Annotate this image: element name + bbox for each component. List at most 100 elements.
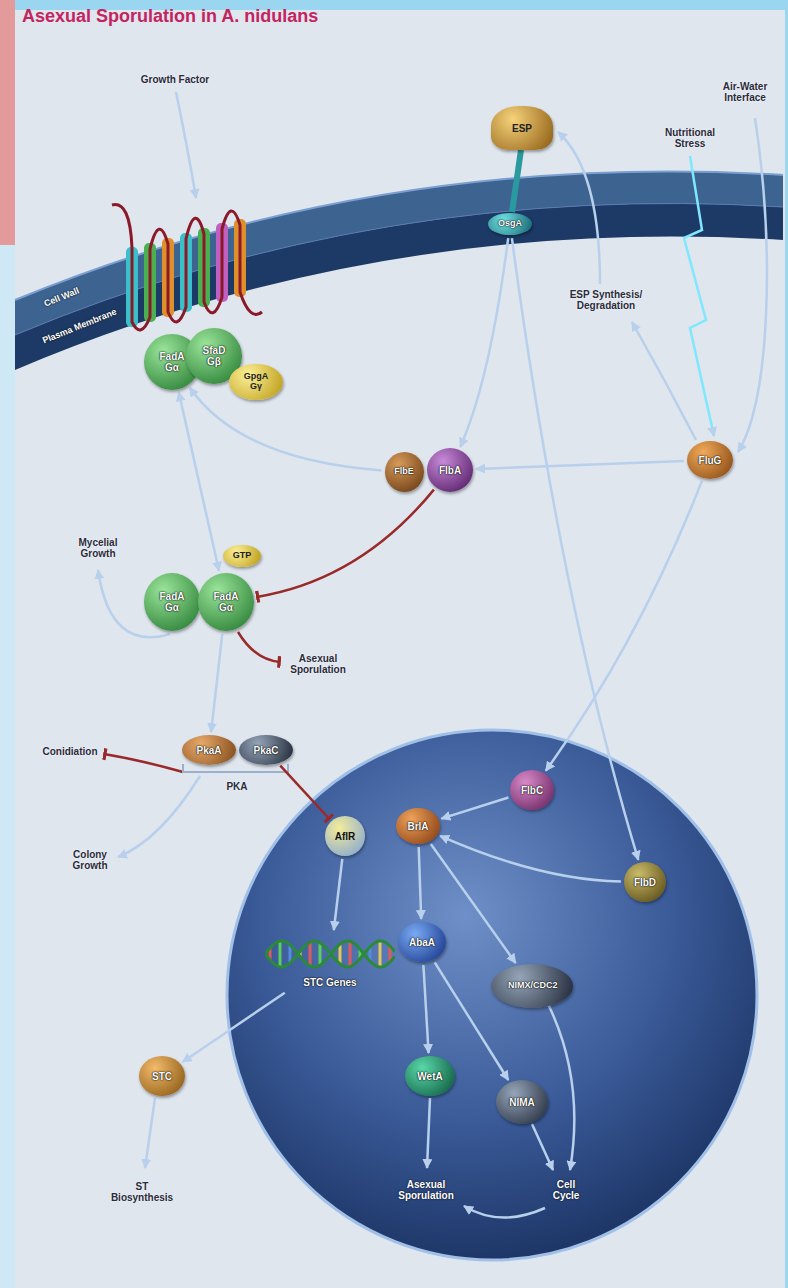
arrow [118,776,200,857]
panel [15,10,785,1288]
inhibition-lines [104,632,280,772]
arrow [532,1124,553,1170]
pka-bracket [183,764,288,772]
receptor-stalk [512,150,521,212]
transcription-factor: BrlA [396,808,440,844]
arrow [176,92,196,198]
dna-rung [349,941,352,966]
arrow-connector [476,461,684,469]
annotation-label: Growth Factor [141,74,209,86]
node-text: AbaA [409,937,435,948]
node-text: FlbA [439,465,461,476]
node-text: AflR [335,831,356,842]
node-text: FluG [699,455,722,466]
arrow-connector [183,993,285,1062]
node-text: FlbD [634,877,656,888]
membrane-edge [15,203,783,335]
arrow-connector [211,634,222,732]
annotation-label: ESP Synthesis/ Degradation [565,289,647,312]
annotation-label: ST Biosynthesis [110,1181,174,1204]
annotation-label: Nutritional Stress [659,127,721,150]
annotation-label: Cell Wall [43,285,81,309]
transcription-factor: WetA [405,1056,455,1096]
node-text: PkaA [196,745,221,756]
arrow [558,132,600,284]
static-arrows [98,92,767,1218]
node-text: STC Genes [303,977,356,988]
node-text: FlbE [394,467,414,477]
receptor-protein: ESP [491,106,553,150]
kinase-subunit: PkaA [182,735,236,765]
dna-rung [279,941,282,967]
arrow [427,1098,430,1168]
transcription-factor: AbaA [398,922,446,962]
gtp-bead: GTP [223,545,261,567]
annotation-label: Plasma Membrane [41,306,118,345]
kinase-protein: NIMX/CDC2 [491,964,574,1008]
enzyme-protein: STC [139,1056,185,1096]
node-text: FadA Gα [156,351,188,373]
node-text: BrlA [407,821,428,832]
dna-strand [265,941,395,967]
node-text: FadA Gα [210,591,242,613]
arrow-connector [179,392,219,571]
arrow-connector [512,238,638,860]
node-text: PkaC [253,745,278,756]
arrow-connector [440,836,621,882]
annotation-label: Colony Growth [66,849,114,872]
arrow-connector [546,481,702,771]
node-text: GpgA Gγ [241,372,271,392]
node-text: FadA Gα [156,591,188,613]
protein-oval: FlbD [624,862,666,902]
inhibition-connector [257,490,434,597]
gene-cluster-dna: STC Genes [265,933,395,991]
transcription-factor: AflR [325,816,365,856]
kinase-protein: NIMA [496,1080,548,1124]
inhibition-line [238,632,280,662]
node-text: STC [152,1071,172,1082]
arrow [464,1206,545,1218]
node-text: GTP [233,551,252,561]
protein-oval: FlbC [510,770,554,810]
node-text: FlbC [521,785,543,796]
node-text: WetA [417,1071,442,1082]
diagram-title: Asexual Sporulation in A. nidulans [22,6,318,27]
side-strip [0,245,15,1288]
annotation-label: Cell Cycle [544,1179,588,1202]
annotation-label: Air-Water Interface [713,81,777,104]
node-text: NIMA [509,1097,535,1108]
plasma-membrane-band [15,203,783,370]
arrow [548,1004,574,1170]
node-text: SfaD Gβ [198,345,230,367]
arrow-connector [334,859,343,930]
arrow [738,118,767,452]
arrow [145,1098,155,1168]
annotation-label: Asexual Sporulation [390,1179,462,1202]
annotation-label: PKA [226,781,247,793]
dna-strand [265,941,395,967]
arrow-connector [460,238,508,447]
protein-oval: FlbE [385,452,424,492]
dna-helix [265,935,395,973]
inhibition-connector [280,766,329,819]
annotation-label: Mycelial Growth [70,537,126,560]
nucleus [227,730,757,1260]
kinase-subunit: PkaC [239,735,293,765]
dna-rung [379,941,382,967]
node-text: ESP [512,123,532,134]
g-alpha-protein: FadA Gα [144,573,200,631]
stress-lightning [684,156,714,436]
arrow-connector [441,798,508,819]
g-alpha-protein: FadA Gα [198,573,254,631]
g-gamma-protein: GpgA Gγ [229,364,283,401]
receptor-illustration [112,205,262,330]
dna-rung [309,942,312,966]
membrane-protein: OsgA [488,213,533,235]
annotation-label: Asexual Sporulation [282,653,354,676]
dna-rung [319,943,322,965]
arrow-connector [190,388,382,471]
annotation-label: Conidiation [43,746,98,758]
